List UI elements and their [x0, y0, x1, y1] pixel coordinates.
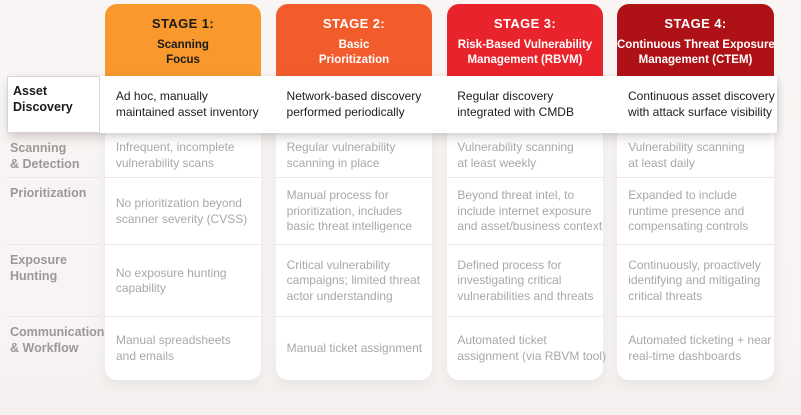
row-divider — [617, 177, 774, 178]
cell-prioritization-stage4: Expanded to include runtime presence and… — [628, 188, 749, 234]
cell-asset-discovery-stage1: Ad hoc, manually maintained asset invent… — [115, 89, 259, 119]
row-divider — [447, 177, 603, 178]
row-label-exposure-hunting: Exposure Hunting — [10, 253, 67, 283]
asset-discovery-label-box — [7, 76, 100, 133]
cell-asset-discovery-stage4: Continuous asset discovery with attack s… — [627, 89, 775, 119]
row-divider — [7, 316, 100, 317]
row-divider — [105, 177, 261, 178]
stage-4-header: STAGE 4: Continuous Threat Exposure Mana… — [617, 4, 775, 76]
row-divider — [276, 177, 432, 178]
stage-1-title: STAGE 1: — [151, 16, 215, 31]
cell-communication-stage3: Automated ticket assignment (via RBVM to… — [457, 333, 607, 363]
cell-communication-stage1: Manual spreadsheets and emails — [116, 333, 231, 363]
stage-1-header: STAGE 1: Scanning Focus — [105, 4, 261, 76]
cell-scanning-stage3: Vulnerability scanning at least weekly — [457, 140, 574, 170]
row-divider — [105, 316, 261, 317]
table-row-exposure-hunting: Exposure Hunting No exposure hunting cap… — [7, 245, 774, 317]
row-label-prioritization: Prioritization — [10, 186, 87, 200]
row-divider — [447, 244, 603, 245]
row-label-communication-workflow: Communication & Workflow — [10, 325, 105, 355]
cell-exposure-stage3: Defined process for investigating critic… — [457, 257, 594, 303]
stage-3-title: STAGE 3: — [493, 16, 557, 31]
cell-scanning-stage4: Vulnerability scanning at least daily — [628, 140, 745, 170]
row-divider — [617, 316, 774, 317]
cell-asset-discovery-stage2: Network-based discovery performed period… — [286, 89, 422, 119]
stage-4-subtitle: Continuous Threat Exposure Management (C… — [617, 39, 775, 66]
stage-2-subtitle: Basic Prioritization — [318, 39, 390, 66]
row-divider — [276, 316, 432, 317]
row-divider — [7, 244, 100, 245]
table-row-prioritization: Prioritization No prioritization beyond … — [7, 178, 774, 245]
stage-3-header: STAGE 3: Risk-Based Vulnerability Manage… — [447, 4, 603, 76]
table-row-asset-discovery: Asset Discovery Ad hoc, manually maintai… — [7, 76, 775, 133]
cell-scanning-stage1: Infrequent, incomplete vulnerability sca… — [115, 140, 235, 170]
table-row-communication-workflow: Communication & Workflow Manual spreadsh… — [7, 317, 774, 380]
row-label-scanning-detection: Scanning & Detection — [10, 141, 80, 171]
row-divider — [447, 316, 603, 317]
cell-exposure-stage1: No exposure hunting capability — [115, 265, 227, 296]
asset-discovery-highlight-band — [7, 76, 777, 133]
row-divider — [276, 244, 432, 245]
row-divider — [617, 244, 774, 245]
row-label-asset-discovery: Asset Discovery — [13, 84, 73, 114]
cell-exposure-stage2: Critical vulnerability campaigns; limite… — [286, 257, 421, 303]
stage-1-subtitle: Scanning Focus — [157, 39, 209, 66]
cell-scanning-stage2: Regular vulnerability scanning in place — [286, 140, 396, 170]
stage-4-title: STAGE 4: — [664, 16, 727, 31]
stage-2-title: STAGE 2: — [322, 16, 386, 31]
stage-3-subtitle: Risk-Based Vulnerability Management (RBV… — [457, 39, 593, 66]
cell-asset-discovery-stage3: Regular discovery integrated with CMDB — [457, 89, 574, 119]
stage-2-header: STAGE 2: Basic Prioritization — [276, 4, 432, 76]
cell-communication-stage4: Automated ticketing + near real-time das… — [628, 333, 772, 363]
row-divider — [105, 244, 261, 245]
table-row-scanning-detection: Scanning & Detection Infrequent, incompl… — [7, 133, 774, 178]
cell-communication-stage2: Manual ticket assignment — [286, 340, 423, 355]
row-divider — [7, 177, 100, 178]
cell-prioritization-stage2: Manual process for prioritization, inclu… — [286, 188, 413, 234]
cell-exposure-stage4: Continuously, proactively identifying an… — [628, 257, 761, 303]
cell-prioritization-stage3: Beyond threat intel, to include internet… — [457, 188, 603, 234]
cell-prioritization-stage1: No prioritization beyond scanner severit… — [115, 196, 248, 226]
